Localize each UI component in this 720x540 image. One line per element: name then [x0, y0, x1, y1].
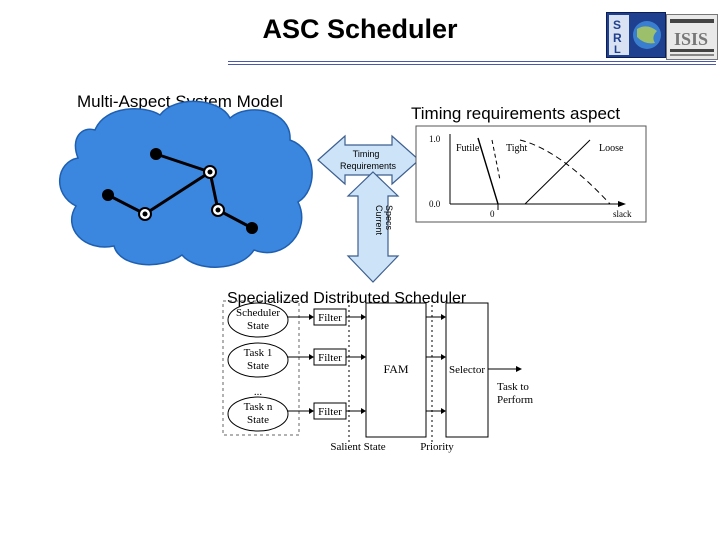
chart-x-label: slack [613, 209, 632, 219]
output-label-line1: Task to [497, 381, 529, 393]
fam-to-selector-arrows [426, 316, 444, 412]
curve-label-tight: Tight [506, 143, 528, 154]
graph-node-center [207, 169, 213, 175]
loose-curve [524, 139, 591, 205]
selector-box [445, 302, 489, 438]
graph-node-center [142, 211, 148, 217]
page-title: ASC Scheduler [262, 14, 458, 44]
scheduler-state-node [227, 302, 289, 338]
svg-text:L: L [614, 44, 621, 56]
state-label-line1: Scheduler [236, 307, 280, 319]
priority-label: Priority [420, 441, 454, 453]
filter-label: Filter [318, 352, 342, 364]
graph-node [102, 189, 114, 201]
svg-text:S: S [613, 18, 621, 32]
state-label-line2: State [247, 320, 269, 332]
header-rule-bottom [228, 64, 716, 65]
isis-logo: ISIS [666, 14, 718, 60]
srl-logo: S R L [606, 12, 666, 58]
taskn-state-node [227, 396, 289, 432]
state-label-line2: State [247, 360, 269, 372]
state-label-line2: State [247, 414, 269, 426]
chart-y-bottom: 0.0 [429, 199, 441, 209]
timing-aspect-label: Timing requirements aspect [411, 104, 621, 123]
filter-label: Filter [318, 312, 342, 324]
output-label-line2: Perform [497, 394, 533, 406]
selector-label: Selector [449, 364, 485, 376]
filter-label: Filter [318, 406, 342, 418]
futile-curve [477, 137, 499, 205]
chart-y-top: 1.0 [429, 134, 441, 144]
graph-node [246, 222, 258, 234]
salient-state-label: Salient State [330, 441, 385, 453]
svg-text:R: R [613, 31, 622, 45]
header-rule-top [228, 61, 716, 62]
state-group-box [222, 300, 300, 436]
state-to-filter-arrows [288, 316, 312, 412]
system-model-cloud [59, 100, 313, 268]
states-ellipsis: ... [254, 386, 263, 398]
curve-label-loose: Loose [599, 143, 624, 154]
graph-node [150, 148, 162, 160]
task1-state-node [227, 342, 289, 378]
arrow-label-line2: Requirements [340, 161, 397, 171]
timing-chart [415, 125, 647, 223]
vertical-arrow-label-line1: Current [374, 205, 384, 236]
fam-box [365, 302, 427, 438]
chart-x-origin: 0 [490, 209, 495, 219]
fam-label: FAM [383, 362, 408, 376]
multi-aspect-label: Multi-Aspect System Model [77, 92, 283, 111]
current-specs-arrow [346, 171, 400, 283]
vertical-arrow-label-line2: Specs [384, 205, 394, 231]
state-label-line1: Task n [244, 401, 273, 413]
state-label-line1: Task 1 [244, 347, 273, 359]
curve-label-futile: Futile [456, 143, 480, 154]
arrow-label-line1: Timing [353, 149, 380, 159]
svg-text:ISIS: ISIS [674, 29, 708, 49]
graph-node-center [215, 207, 221, 213]
